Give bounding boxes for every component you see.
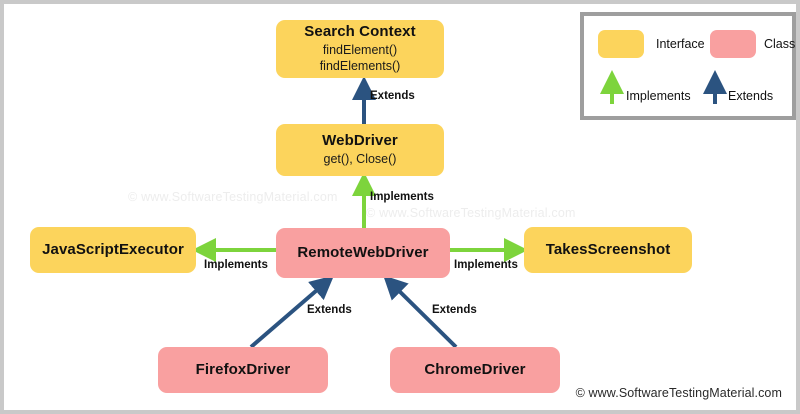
node-title: RemoteWebDriver: [297, 243, 429, 261]
node-member: findElement(): [322, 42, 398, 57]
legend-panel: Interface Class Implements Extends: [580, 12, 796, 120]
node-javascriptexecutor[interactable]: JavaScriptExecutor: [30, 227, 196, 273]
node-webdriver[interactable]: WebDriver get(), Close(): [276, 124, 444, 176]
legend-interface-swatch: [598, 30, 644, 58]
edge-label-extends-firefoxdriver: Extends: [307, 304, 352, 316]
edge-label-extends-chromedriver: Extends: [432, 304, 477, 316]
node-title: JavaScriptExecutor: [42, 240, 184, 258]
edge-label-implements-javascriptexecutor: Implements: [204, 259, 268, 271]
legend-implements-label: Implements: [626, 89, 691, 103]
node-search-context[interactable]: Search Context findElement() findElement…: [276, 20, 444, 78]
legend-class-label: Class: [764, 37, 796, 51]
watermark-text: © www.SoftwareTestingMaterial.com: [366, 206, 576, 220]
legend-class-swatch: [710, 30, 756, 58]
legend-arrow-layer: [600, 70, 727, 104]
watermark-text: © www.SoftwareTestingMaterial.com: [128, 190, 338, 204]
node-title: WebDriver: [322, 132, 398, 150]
node-title: Search Context: [304, 22, 416, 40]
legend-extends-label: Extends: [728, 89, 774, 103]
edge-label-implements-webdriver: Implements: [370, 191, 434, 203]
node-chromedriver[interactable]: ChromeDriver: [390, 347, 560, 393]
node-remotewebdriver[interactable]: RemoteWebDriver: [276, 228, 450, 278]
node-takesscreenshot[interactable]: TakesScreenshot: [524, 227, 692, 273]
node-member: get(), Close(): [323, 151, 397, 166]
node-member: findElements(): [319, 59, 401, 74]
footer-credit: © www.SoftwareTestingMaterial.com: [575, 386, 782, 400]
node-firefoxdriver[interactable]: FirefoxDriver: [158, 347, 328, 393]
node-title: ChromeDriver: [424, 360, 526, 378]
edge-label-implements-takesscreenshot: Implements: [454, 259, 518, 271]
node-title: TakesScreenshot: [545, 240, 671, 258]
edge-label-extends-searchcontext: Extends: [370, 90, 415, 102]
legend-interface-label: Interface: [656, 37, 705, 51]
node-title: FirefoxDriver: [195, 360, 291, 378]
